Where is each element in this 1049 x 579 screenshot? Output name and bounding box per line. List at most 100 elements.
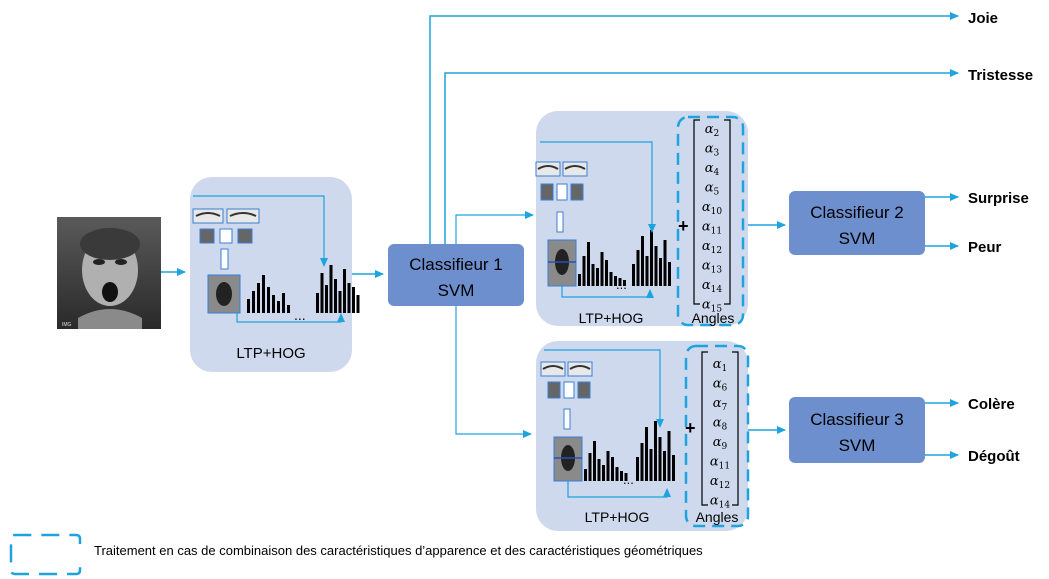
angle-alpha-11: α11: [702, 220, 722, 237]
histogram-bar: [262, 275, 265, 313]
histogram-bar: [623, 280, 626, 286]
histogram-bar: [645, 427, 648, 481]
histogram-bar: [624, 473, 628, 481]
branch-bottom-thumbnails: [540, 361, 593, 482]
histogram-bar: [620, 471, 623, 481]
angle-alpha-12: α12: [702, 239, 722, 256]
output-tristesse: Tristesse: [968, 67, 1033, 84]
histogram-bar: [277, 301, 280, 313]
arrow-to-branch-bottom: [455, 306, 532, 438]
histogram-bar: [584, 469, 587, 481]
histogram-bar: [329, 265, 333, 313]
branch-bottom-plus: +: [685, 418, 696, 438]
branch-bottom-vector-bracket-left: [701, 351, 708, 506]
branch-top-vector-bracket-left: [693, 119, 700, 305]
classifier2-title: Classifieur 2: [810, 203, 904, 222]
output-joie: Joie: [968, 10, 998, 27]
histogram-bar: [578, 274, 581, 286]
classifier2-box: [789, 191, 925, 255]
angle-alpha-7: α7: [713, 396, 728, 413]
histogram-bar: [614, 276, 617, 286]
legend-text: Traitement en cas de combinaison des car…: [94, 543, 703, 558]
flow-bottom-branch-bottom: [567, 481, 671, 498]
histogram-bar: [347, 283, 351, 313]
angle-alpha-10: α10: [702, 200, 723, 217]
angle-alpha-11: α11: [710, 455, 730, 472]
histogram-bar: [672, 455, 675, 481]
angle-alpha-3: α3: [705, 142, 720, 159]
input-face-image: IMG: [57, 217, 161, 329]
angle-alpha-13: α13: [702, 259, 723, 276]
histogram-bar: [650, 230, 653, 286]
flow-top-main: [193, 195, 328, 267]
histogram-bar: [641, 236, 644, 286]
histogram-bar: [663, 240, 667, 286]
classifier3-subtitle: SVM: [839, 436, 876, 455]
histogram-bar: [587, 242, 590, 286]
histogram-branch-top: [578, 230, 671, 286]
histogram-bar: [659, 258, 662, 286]
angle-alpha-14: α14: [702, 278, 723, 295]
output-degout: Dégoût: [968, 448, 1020, 465]
branch-bottom-vector-bracket-right: [732, 351, 739, 506]
flow-top-branch-top: [540, 141, 656, 233]
branch-top-thumbnails: [535, 161, 588, 287]
histogram-bar: [606, 451, 610, 481]
angle-alpha-1: α1: [713, 357, 728, 374]
histogram-bar: [658, 437, 662, 481]
feature-panel: [190, 177, 352, 372]
branch-bottom-angles-dashed: [684, 344, 750, 528]
histogram-bar: [352, 287, 355, 313]
angle-alpha-12: α12: [710, 474, 730, 491]
output-colere: Colère: [968, 396, 1015, 413]
histogram-bar: [252, 291, 255, 313]
histogram-bar: [588, 453, 592, 481]
histogram-bar: [325, 285, 328, 313]
angle-alpha-2: α2: [705, 122, 720, 139]
angle-alpha-4: α4: [705, 161, 720, 178]
histogram-bar: [668, 262, 671, 286]
output-surprise: Surprise: [968, 190, 1029, 207]
histogram-bar: [649, 449, 653, 481]
ellipsis-main: ...: [294, 307, 306, 323]
histogram-bar: [582, 256, 586, 286]
histogram-bar: [645, 256, 649, 286]
histogram-bar: [654, 246, 658, 286]
branch-top-ltp-label: LTP+HOG: [579, 310, 644, 326]
branch-top-vector-bracket-right: [724, 119, 731, 305]
angle-alpha-8: α8: [713, 416, 728, 433]
histogram-bar: [611, 457, 614, 481]
histogram-branch-bottom: [584, 421, 675, 481]
histogram-bar: [343, 269, 346, 313]
histogram-bar: [593, 441, 596, 481]
histogram-bar: [316, 293, 319, 313]
histogram-bar: [640, 443, 644, 481]
ellipsis-branch-bottom: ...: [623, 472, 634, 487]
histogram-bar: [600, 252, 604, 286]
arrow-to-tristesse: [444, 69, 959, 244]
output-peur: Peur: [968, 239, 1002, 256]
histogram-bar: [282, 293, 285, 313]
histogram-bar: [654, 421, 657, 481]
angle-alpha-9: α9: [713, 435, 728, 452]
classifier1-box: [388, 244, 524, 306]
histogram-bar: [287, 305, 290, 313]
ellipsis-branch-top: ...: [616, 277, 627, 292]
angle-alpha-6: α6: [713, 377, 728, 394]
angle-alpha-15: α15: [702, 298, 723, 315]
histogram-main: [247, 265, 360, 313]
histogram-bar: [636, 457, 639, 481]
histogram-bar: [615, 467, 619, 481]
classifier3-box: [789, 397, 925, 463]
angle-alpha-14: α14: [710, 494, 731, 511]
classifier1-subtitle: SVM: [438, 281, 475, 300]
histogram-bar: [591, 264, 595, 286]
histogram-bar: [663, 451, 666, 481]
angle-alpha-5: α5: [705, 181, 720, 198]
histogram-bar: [609, 272, 613, 286]
legend-dashed-swatch: [9, 533, 82, 576]
histogram-bar: [602, 465, 605, 481]
histogram-bar: [267, 287, 270, 313]
svg-text:IMG: IMG: [62, 322, 72, 328]
